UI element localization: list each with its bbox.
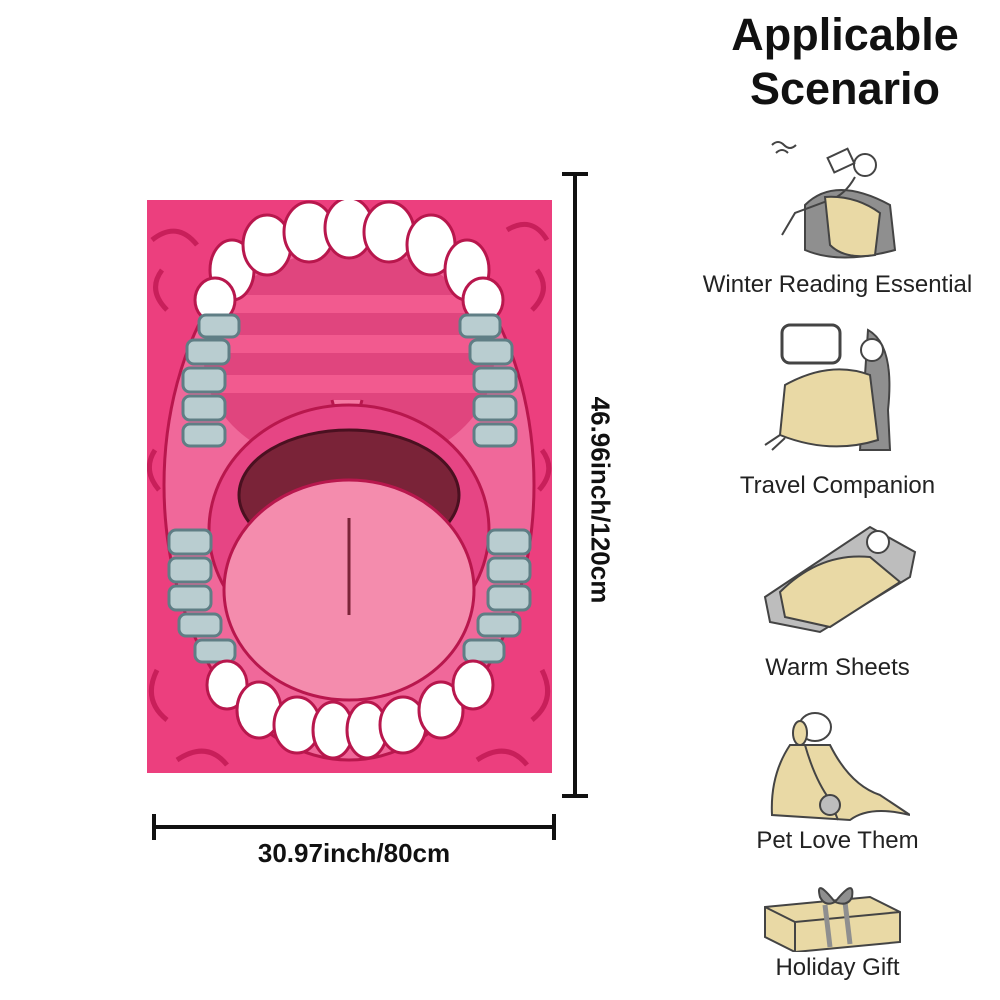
scenario-label: Warm Sheets [765,654,910,681]
height-dimension-cap-bottom [562,794,588,798]
gift-box-icon [764,887,901,952]
scenario-title-line1: Applicable [731,9,959,60]
height-dimension-line [573,172,577,798]
width-dimension-line [152,825,556,829]
scenario-label: Holiday Gift [775,954,900,981]
width-dimension-cap-right [552,814,556,840]
dog-under-blanket-icon [770,712,910,822]
bed-sleeping-icon [763,525,917,634]
mouth-blanket-image [147,200,552,773]
width-label: 30.97inch/80cm [257,838,451,868]
scenario-label: Winter Reading Essential [702,271,973,298]
travel-seat-icon [764,323,892,451]
scenario-label: Travel Companion [739,472,936,499]
scenario-label: Pet Love Them [756,827,919,854]
scenario-title-line2: Scenario [749,63,941,114]
height-label: 46.96inch/120cm [585,396,616,604]
reading-in-chair-icon [771,141,897,259]
scenario-title: Applicable Scenario [680,8,1000,116]
